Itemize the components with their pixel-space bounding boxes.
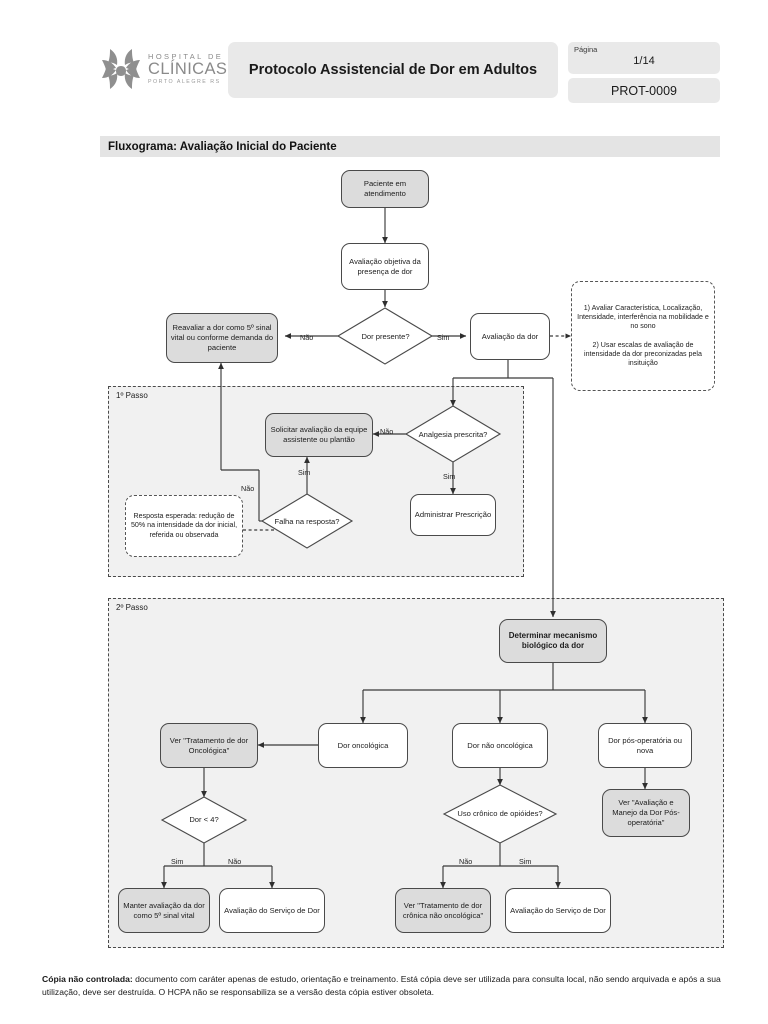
edge-label-falha-nao: Não [241, 484, 255, 493]
node-dor-oncologica[interactable]: Dor oncológica [318, 723, 408, 768]
logo-line-1: HOSPITAL DE [148, 51, 224, 61]
node-solicitar-avaliacao-equipe[interactable]: Solicitar avaliação da equipe assistente… [265, 413, 373, 457]
hospital-logo-mark [102, 49, 140, 89]
edge-label-opioides-nao: Não [459, 857, 473, 866]
edge-label-falha-sim: Sim [298, 468, 311, 477]
edge-label-opioides-sim: Sim [519, 857, 532, 866]
node-falha-na-resposta[interactable]: Falha na resposta? [262, 494, 352, 549]
logo-line-2: CLÍNICAS [148, 60, 228, 79]
document-code-box: PROT-0009 [568, 78, 720, 103]
node-administrar-prescricao[interactable]: Administrar Prescrição [410, 494, 496, 536]
section-title: Fluxograma: Avaliação Inicial do Pacient… [108, 140, 337, 153]
node-dor-presente[interactable]: Dor presente? [338, 308, 433, 365]
note-resposta-esperada: Resposta esperada: redução de 50% na int… [125, 495, 243, 557]
document-header: HOSPITAL DE CLÍNICAS PORTO ALEGRE RS Pro… [100, 42, 720, 104]
node-avaliacao-servico-dor-1[interactable]: Avaliação do Serviço de Dor [219, 888, 325, 933]
section-header-bar: Fluxograma: Avaliação Inicial do Pacient… [100, 136, 720, 157]
node-determinar-mecanismo[interactable]: Determinar mecanismo biológico da dor [499, 619, 607, 663]
diamond-falha [260, 493, 354, 549]
node-uso-cronico-opioides-label: Uso crônico de opióides? [457, 809, 543, 819]
node-dor-pos-operatoria[interactable]: Dor pós-operatória ou nova [598, 723, 692, 768]
node-manter-avaliacao-5-sinal[interactable]: Manter avaliação da dor como 5º sinal vi… [118, 888, 210, 933]
page-number-box: Página 1/14 [568, 42, 720, 74]
node-avaliacao-servico-dor-2[interactable]: Avaliação do Serviço de Dor [505, 888, 611, 933]
note-avaliacao-caracteristicas: 1) Avaliar Característica, Localização, … [571, 281, 715, 391]
edge-label-dor4-nao: Não [228, 857, 242, 866]
page-title: Protocolo Assistencial de Dor em Adultos [248, 61, 538, 78]
node-dor-menor-que-4-label: Dor < 4? [189, 815, 219, 825]
diamond-dor-menor-4 [160, 796, 248, 844]
node-reavaliar-dor[interactable]: Reavaliar a dor como 5º sinal vital ou c… [166, 313, 278, 363]
page-number-value: 1/14 [633, 55, 655, 67]
node-ver-tratamento-cronica[interactable]: Ver "Tratamento de dor crônica não oncol… [395, 888, 491, 933]
edge-label-analgesia-nao: Não [380, 427, 394, 436]
hospital-logo: HOSPITAL DE CLÍNICAS PORTO ALEGRE RS [100, 44, 230, 94]
footer-text: documento com caráter apenas de estudo, … [42, 974, 721, 998]
node-falha-na-resposta-label: Falha na resposta? [274, 516, 340, 526]
footer-lead: Cópia não controlada: [42, 974, 133, 984]
frame-passo-2-label: 2º Passo [116, 603, 148, 612]
node-dor-menor-que-4[interactable]: Dor < 4? [162, 797, 246, 843]
hospital-logo-text: HOSPITAL DE CLÍNICAS PORTO ALEGRE RS [148, 53, 227, 85]
diamond-analgesia [404, 405, 502, 463]
node-analgesia-prescrita[interactable]: Analgesia prescrita? [406, 406, 500, 463]
page-number-label: Página [574, 45, 598, 54]
node-dor-presente-label: Dor presente? [361, 331, 410, 341]
node-dor-nao-oncologica[interactable]: Dor não oncológica [452, 723, 548, 768]
node-avaliacao-da-dor[interactable]: Avaliação da dor [470, 313, 550, 360]
edge-label-dor4-sim: Sim [171, 857, 184, 866]
node-ver-tratamento-oncologica[interactable]: Ver "Tratamento de dor Oncológica" [160, 723, 258, 768]
node-uso-cronico-opioides[interactable]: Uso crônico de opióides? [444, 785, 556, 843]
node-ver-manejo-pos-operatoria[interactable]: Ver "Avaliação e Manejo da Dor Pós-opera… [602, 789, 690, 837]
diamond-uso-cronico [442, 784, 558, 844]
document-footer: Cópia não controlada: documento com cará… [42, 973, 726, 1000]
node-analgesia-prescrita-label: Analgesia prescrita? [418, 429, 488, 439]
edge-label-dor-presente-sim: Sim [437, 333, 450, 342]
node-avaliacao-objetiva[interactable]: Avaliação objetiva da presença de dor [341, 243, 429, 290]
document-code: PROT-0009 [610, 83, 677, 98]
logo-line-3: PORTO ALEGRE RS [148, 78, 221, 85]
edge-label-dor-presente-nao: Não [300, 333, 314, 342]
frame-passo-1-label: 1º Passo [116, 391, 148, 400]
document-title-box: Protocolo Assistencial de Dor em Adultos [228, 42, 558, 98]
diamond-dor-presente [336, 307, 434, 365]
node-paciente-em-atendimento[interactable]: Paciente em atendimento [341, 170, 429, 208]
edge-label-analgesia-sim: Sim [443, 472, 456, 481]
